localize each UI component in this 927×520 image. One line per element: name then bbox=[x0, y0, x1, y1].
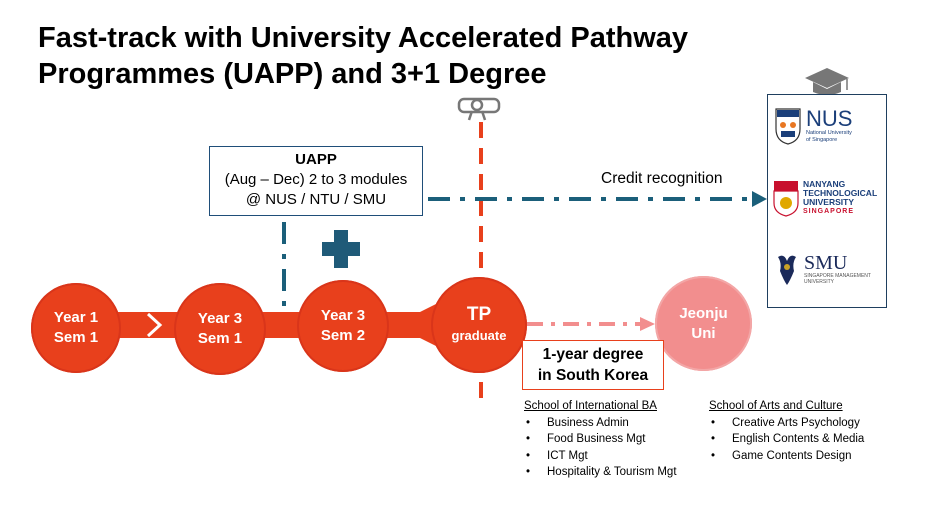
course-list: •Creative Arts Psychology •English Conte… bbox=[709, 415, 864, 465]
list-item: •Business Admin bbox=[526, 416, 629, 429]
step-line-2: Sem 1 bbox=[53, 329, 99, 346]
korea-line-1: 1-year degree bbox=[542, 346, 644, 363]
step-line-1: Year 3 bbox=[197, 310, 243, 327]
ntu-line-2: TECHNOLOGICAL bbox=[803, 188, 878, 198]
ntu-line-1: NANYANG bbox=[803, 179, 846, 189]
smu-logo: SMU SINGAPORE MANAGEMENT UNIVERSITY bbox=[774, 251, 871, 287]
uapp-line-2: @ NUS / NTU / SMU bbox=[245, 191, 387, 208]
nus-logo: NUS National University of Singapore bbox=[774, 107, 852, 145]
step-line-2: Sem 1 bbox=[197, 330, 243, 347]
credit-arrow-head bbox=[752, 191, 767, 207]
course-name: Food Business Mgt bbox=[547, 433, 646, 445]
ntu-crest-icon bbox=[773, 181, 799, 217]
nus-name: NUS bbox=[806, 106, 853, 131]
step-year1-sem1: Year 1 Sem 1 bbox=[31, 283, 121, 373]
title-line-1: Fast-track with University Accelerated P… bbox=[38, 22, 689, 54]
smu-sub-2: UNIVERSITY bbox=[804, 279, 835, 285]
title-line-2: Programmes (UAPP) and 3+1 Degree bbox=[38, 58, 547, 90]
page-title: Fast-track with University Accelerated P… bbox=[38, 20, 838, 92]
uapp-line-1: (Aug – Dec) 2 to 3 modules bbox=[224, 171, 408, 188]
smu-sub-1: SINGAPORE MANAGEMENT bbox=[804, 273, 871, 279]
school-international-ba: School of International BA •Business Adm… bbox=[524, 398, 677, 481]
step-year3-sem1: Year 3 Sem 1 bbox=[174, 283, 266, 375]
korea-line-2: in South Korea bbox=[537, 367, 649, 384]
nus-crest-icon bbox=[775, 108, 801, 145]
step-line-1: Year 1 bbox=[53, 309, 99, 326]
tp-label: TP bbox=[466, 304, 492, 325]
korea-degree-box: 1-year degree in South Korea bbox=[522, 340, 664, 390]
course-name: Business Admin bbox=[547, 416, 629, 429]
jeonju-arrow-head bbox=[640, 317, 655, 331]
chevron-right-icon bbox=[146, 312, 163, 338]
ntu-line-4: SINGAPORE bbox=[803, 208, 855, 215]
course-name: ICT Mgt bbox=[547, 449, 588, 462]
course-name: English Contents & Media bbox=[732, 433, 865, 445]
plus-icon bbox=[322, 230, 360, 268]
list-item: •Game Contents Design bbox=[711, 449, 852, 462]
uapp-heading: UAPP bbox=[295, 151, 337, 168]
list-item: •Creative Arts Psychology bbox=[711, 416, 860, 429]
jeonju-uni-node: Jeonju Uni bbox=[655, 276, 752, 371]
list-item: •English Contents & Media bbox=[711, 433, 865, 445]
diploma-icon bbox=[457, 97, 501, 121]
smu-name: SMU bbox=[804, 252, 848, 274]
course-name: Creative Arts Psychology bbox=[732, 416, 860, 429]
list-item: •Hospitality & Tourism Mgt bbox=[526, 466, 677, 478]
step-line-1: Year 3 bbox=[320, 307, 366, 324]
school-heading: School of International BA bbox=[524, 400, 657, 412]
school-arts-culture: School of Arts and Culture •Creative Art… bbox=[709, 398, 864, 464]
course-name: Game Contents Design bbox=[732, 449, 852, 462]
list-item: •Food Business Mgt bbox=[526, 433, 646, 445]
tp-graduate-node: TP graduate bbox=[431, 277, 527, 373]
step-year3-sem2: Year 3 Sem 2 bbox=[297, 280, 389, 372]
ntu-line-3: UNIVERSITY bbox=[803, 197, 855, 207]
ntu-logo: NANYANG TECHNOLOGICAL UNIVERSITY SINGAPO… bbox=[772, 179, 877, 217]
course-name: Hospitality & Tourism Mgt bbox=[547, 466, 677, 478]
list-item: •ICT Mgt bbox=[526, 449, 588, 462]
course-list: •Business Admin •Food Business Mgt •ICT … bbox=[524, 415, 677, 481]
credit-recognition-label: Credit recognition bbox=[601, 170, 723, 187]
nus-sub-1: National University bbox=[806, 130, 852, 136]
timeline-arrow bbox=[80, 302, 455, 348]
uapp-box: UAPP (Aug – Dec) 2 to 3 modules @ NUS / … bbox=[209, 146, 423, 216]
tp-sublabel: graduate bbox=[451, 328, 507, 343]
jeonju-line-2: Uni bbox=[691, 324, 716, 342]
nus-sub-2: of Singapore bbox=[806, 137, 838, 143]
graduation-cap-icon bbox=[805, 68, 849, 95]
smu-crest-icon bbox=[778, 255, 796, 285]
jeonju-line-1: Jeonju bbox=[679, 304, 728, 322]
school-heading: School of Arts and Culture bbox=[709, 400, 843, 412]
step-line-2: Sem 2 bbox=[320, 327, 366, 344]
university-logos-panel: NUS National University of Singapore NAN… bbox=[767, 94, 887, 308]
